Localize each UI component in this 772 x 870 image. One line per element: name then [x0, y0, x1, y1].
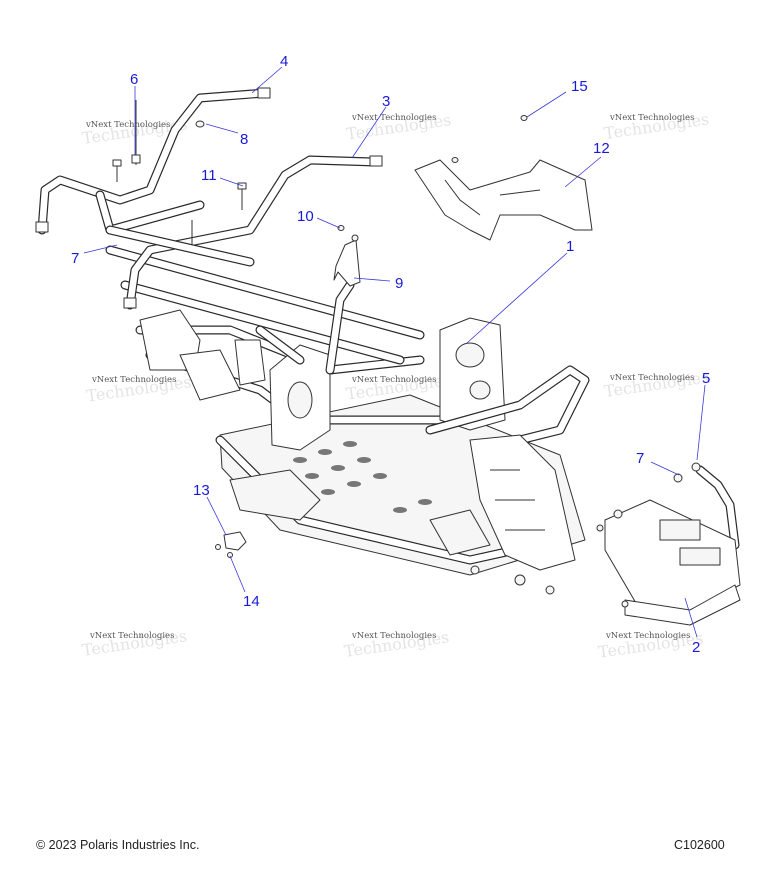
- watermarks: Technologies vNext Technologies Technolo…: [81, 109, 711, 661]
- callout-6: 6: [130, 71, 138, 88]
- svg-text:vNext Technologies: vNext Technologies: [605, 631, 690, 641]
- leader-5: [696, 384, 706, 461]
- callout-12: 12: [593, 140, 610, 157]
- callout-2: 2: [692, 639, 700, 656]
- watermark-4: Technologies vNext Technologies: [85, 372, 193, 406]
- leader-12: [564, 156, 602, 188]
- bracket-9-drawing: [333, 234, 361, 287]
- callout-7a: 7: [71, 250, 79, 267]
- leader-13: [206, 496, 227, 536]
- leader-3: [351, 106, 387, 159]
- bracket-13-drawing: [215, 531, 247, 558]
- callouts: 1 2 3 4 5 6 7 7 8 9 10 11 12 13 14 15: [71, 53, 710, 656]
- callout-15: 15: [571, 78, 588, 95]
- svg-text:vNext Technologies: vNext Technologies: [609, 113, 694, 123]
- watermark-7: Technologies vNext Technologies: [81, 626, 189, 660]
- watermark-6: Technologies vNext Technologies: [603, 367, 711, 401]
- callout-1: 1: [566, 238, 574, 255]
- upper-rails-drawing: [35, 87, 383, 310]
- leader-1: [466, 252, 568, 344]
- leader-lines: [83, 66, 706, 638]
- leader-9: [353, 277, 391, 282]
- watermark-8: Technologies vNext Technologies: [343, 627, 451, 661]
- svg-text:vNext Technologies: vNext Technologies: [85, 120, 170, 130]
- svg-text:vNext Technologies: vNext Technologies: [351, 631, 436, 641]
- leader-7b: [650, 461, 680, 476]
- callout-14: 14: [243, 593, 260, 610]
- watermark-9: Technologies vNext Technologies: [597, 628, 705, 662]
- watermark-2: Technologies vNext Technologies: [345, 110, 453, 144]
- leader-7a: [83, 244, 118, 254]
- svg-text:vNext Technologies: vNext Technologies: [351, 113, 436, 123]
- floor-pan-holes: [293, 441, 432, 513]
- callout-10: 10: [297, 208, 314, 225]
- copyright-text: © 2023 Polaris Industries Inc.: [36, 838, 200, 852]
- leader-11: [219, 177, 244, 187]
- svg-text:vNext Technologies: vNext Technologies: [609, 373, 694, 383]
- callout-9: 9: [395, 275, 403, 292]
- shield-12-drawing: [414, 159, 593, 241]
- leader-14: [229, 555, 246, 593]
- callout-5: 5: [702, 370, 710, 387]
- leader-8: [205, 123, 239, 134]
- leader-10: [316, 217, 341, 229]
- callout-13: 13: [193, 482, 210, 499]
- callout-7b: 7: [636, 450, 644, 467]
- watermark-3: Technologies vNext Technologies: [603, 109, 711, 143]
- callout-4: 4: [280, 53, 288, 70]
- diagram-code: C102600: [674, 838, 725, 852]
- svg-text:vNext Technologies: vNext Technologies: [91, 375, 176, 385]
- leader-4: [251, 66, 283, 94]
- callout-8: 8: [240, 131, 248, 148]
- main-frame-drawing: [105, 245, 590, 595]
- front-bumper-2-drawing: [596, 462, 741, 626]
- leader-15: [526, 91, 567, 118]
- leader-2: [684, 597, 698, 638]
- svg-text:vNext Technologies: vNext Technologies: [89, 631, 174, 641]
- fasteners-drawing: [112, 100, 528, 245]
- callout-11: 11: [201, 167, 217, 184]
- svg-text:vNext Technologies: vNext Technologies: [351, 375, 436, 385]
- callout-3: 3: [382, 93, 390, 110]
